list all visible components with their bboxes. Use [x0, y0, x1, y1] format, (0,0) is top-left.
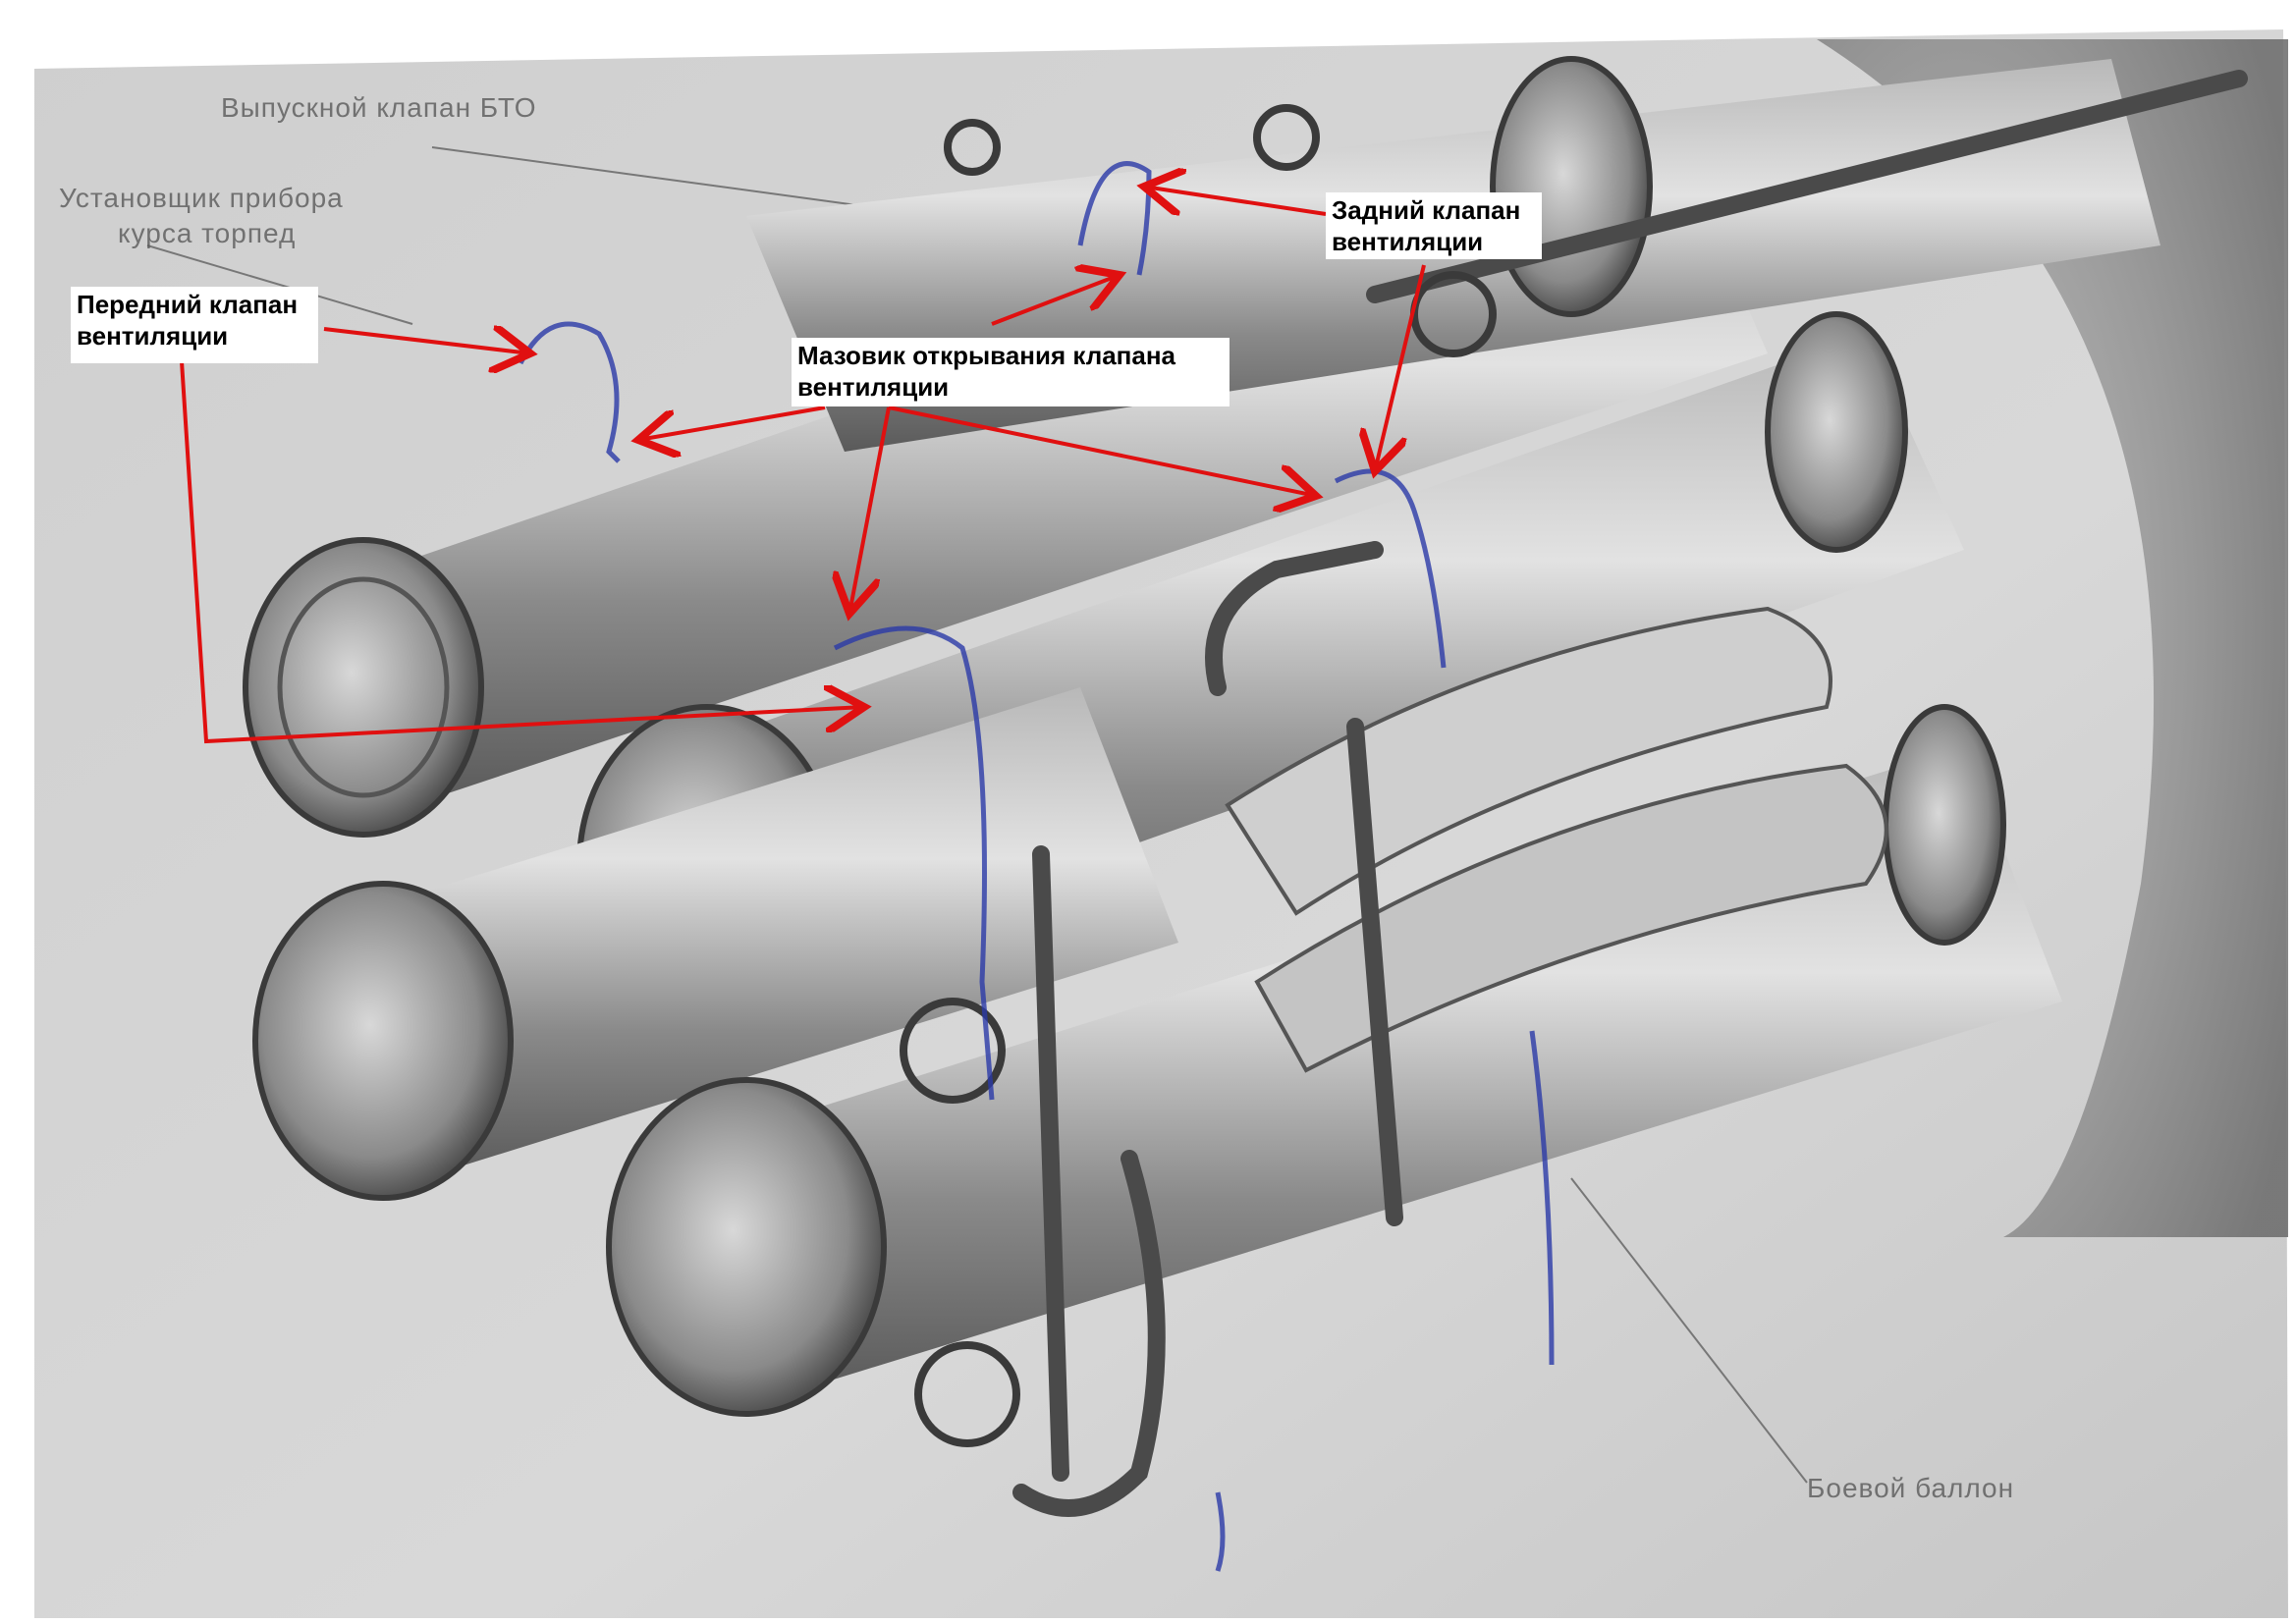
arrow-oiler-front — [638, 406, 826, 440]
arrow-oiler-rear — [991, 275, 1120, 326]
label-course-device-line1: Установщик прибора — [59, 183, 344, 213]
annotation-rear-vent-valve: Задний клапан вентиляции — [1326, 192, 1542, 259]
leader-line-cylinder — [1570, 1177, 1808, 1484]
combat-cylinders — [1225, 606, 1888, 1073]
tube-lower-left — [252, 687, 1178, 1201]
annotation-front-vent-valve-line1: Передний клапан — [77, 290, 299, 319]
arrow-rear-valve-lower — [1375, 264, 1426, 471]
arrow-oiler-middle — [849, 406, 891, 614]
red-arrows — [180, 187, 1426, 744]
label-course-device-line2: курса торпед — [118, 218, 297, 248]
arrow-oiler-right — [888, 406, 1316, 496]
annotation-front-vent-valve: Передний клапан вентиляции — [71, 287, 318, 363]
annotation-rear-vent-valve-line1: Задний клапан — [1332, 195, 1521, 225]
annotation-front-vent-valve-line2: вентиляции — [77, 321, 229, 351]
annotation-vent-valve-oiler-line2: вентиляции — [797, 372, 950, 402]
label-exhaust-valve: Выпускной клапан БТО — [221, 92, 537, 123]
arrow-front-valve-lower — [180, 360, 864, 744]
arrow-rear-valve-upper — [1144, 187, 1327, 216]
label-combat-cylinder: Боевой баллон — [1807, 1473, 2015, 1503]
leader-line-exhaust — [431, 146, 865, 207]
leader-line-course — [146, 244, 413, 325]
bulkhead-shadow — [1817, 39, 2288, 1237]
annotation-rear-vent-valve-line2: вентиляции — [1332, 227, 1484, 256]
arrow-front-valve-head — [323, 329, 530, 353]
annotation-vent-valve-oiler-line1: Мазовик открывания клапана — [797, 341, 1175, 370]
annotation-vent-valve-oiler: Мазовик открывания клапана вентиляции — [792, 338, 1230, 406]
